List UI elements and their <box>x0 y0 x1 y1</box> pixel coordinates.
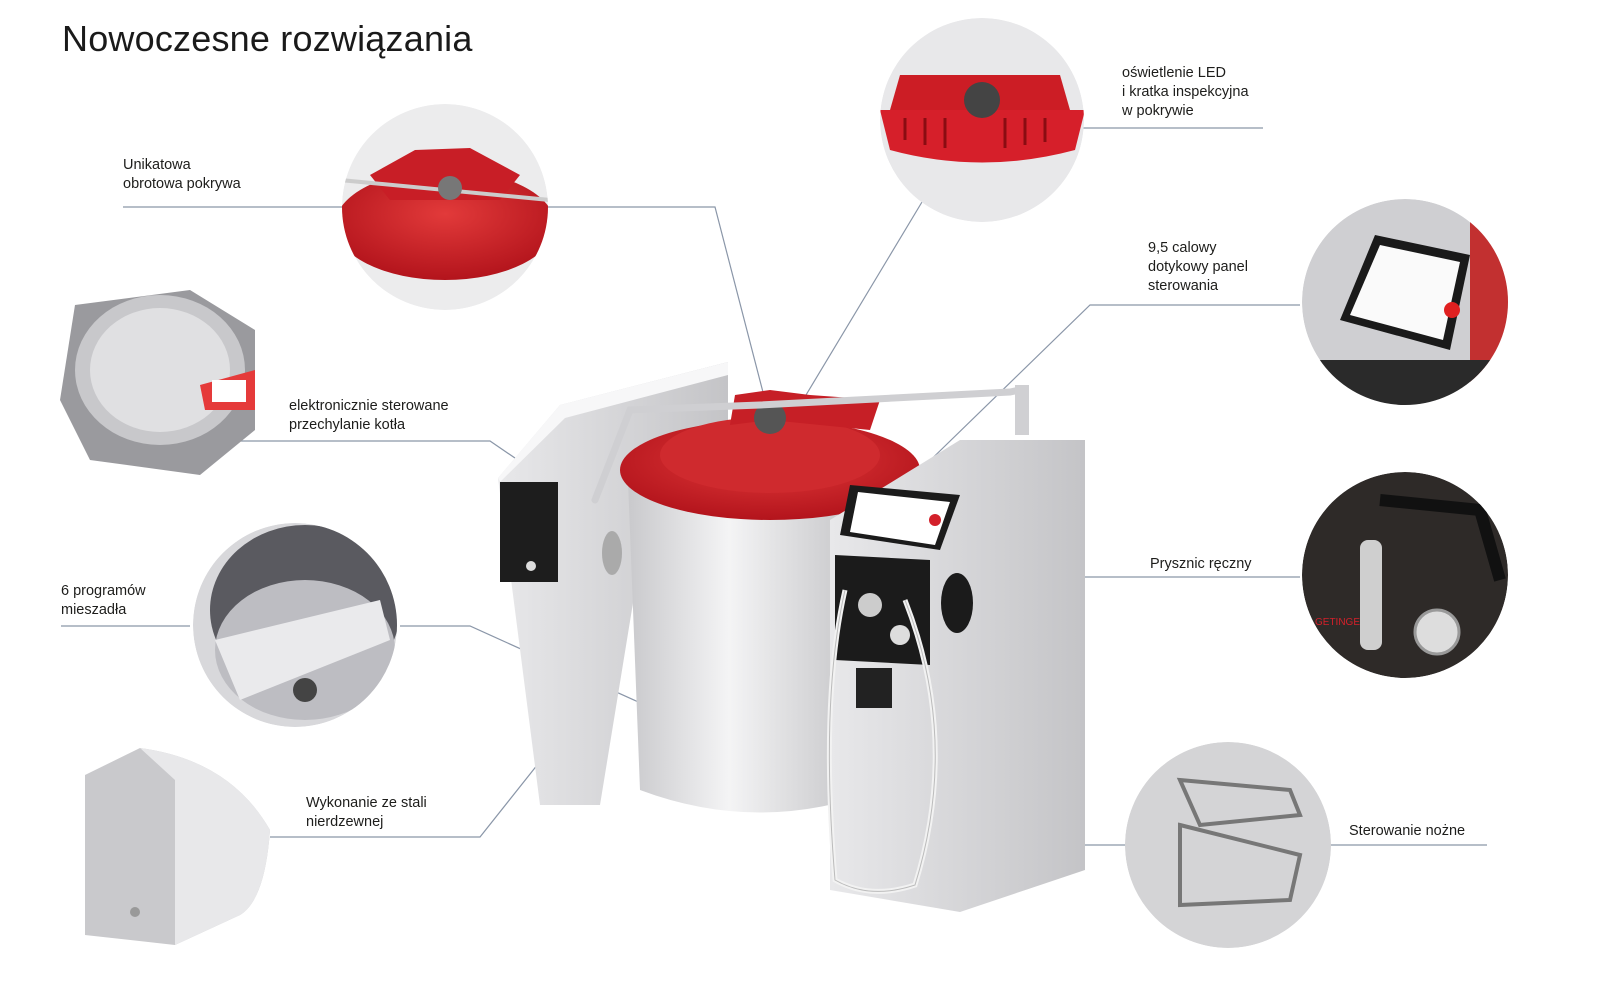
feature-label-shower: Prysznic ręczny <box>1150 556 1252 572</box>
main-kettle <box>498 362 1085 912</box>
mixer-detail-image <box>193 523 397 727</box>
feature-label-tilt: elektronicznie sterowane przechylanie ko… <box>289 398 449 433</box>
page-title: Nowoczesne rozwiązania <box>62 18 473 59</box>
brand-logo: GETINGE <box>1315 617 1360 628</box>
feature-label-led: oświetlenie LED i kratka inspekcyjna w p… <box>1122 65 1249 119</box>
lid-detail-image <box>342 104 548 310</box>
led-detail-image <box>880 18 1084 222</box>
shower-detail-image: GETINGE <box>1302 472 1508 678</box>
feature-label-lid: Unikatowa obrotowa pokrywa <box>123 157 241 192</box>
tilt-detail-image <box>60 290 255 475</box>
feature-label-mixer: 6 programów mieszadła <box>61 583 146 618</box>
steel-detail-image <box>85 748 270 945</box>
feature-label-foot: Sterowanie nożne <box>1349 823 1466 839</box>
feature-label-panel: 9,5 calowy dotykowy panel sterowania <box>1148 240 1248 294</box>
feature-label-steel: Wykonanie ze stali nierdzewnej <box>306 795 427 830</box>
panel-detail-image <box>1302 199 1508 405</box>
foot-pedal-detail-image <box>1125 742 1331 948</box>
